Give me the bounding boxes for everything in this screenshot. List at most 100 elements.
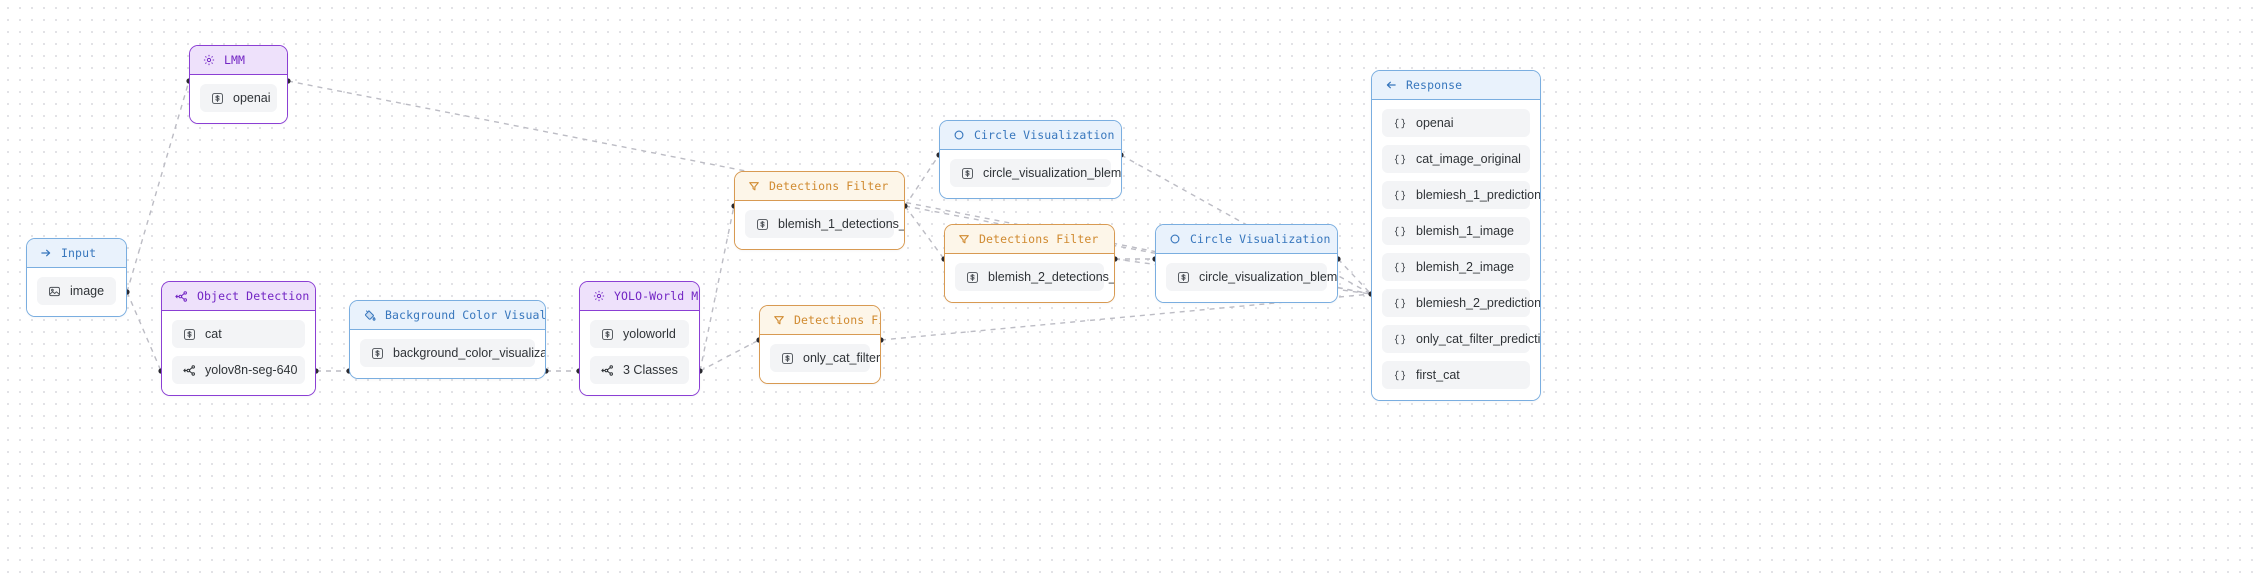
dollar-box-icon	[183, 328, 196, 341]
node-object-detection-model[interactable]: Object Detection Model cat yolov8n-seg-640	[161, 281, 316, 396]
circle-outline-icon	[1169, 233, 1181, 245]
graph-nodes-icon	[183, 364, 196, 377]
dollar-box-icon	[966, 271, 979, 284]
node-response[interactable]: Response openai cat_image_original blemiesh…	[1371, 70, 1541, 401]
node-header-lmm[interactable]: LMM	[190, 46, 287, 75]
node-row[interactable]: only_cat_filter	[770, 344, 880, 372]
node-row[interactable]: yolov8n-seg-640	[172, 356, 305, 384]
arrow-left-icon	[1385, 79, 1397, 91]
node-circle-visualization-blemish-2[interactable]: Circle Visualization circle_visualization…	[1155, 224, 1338, 303]
node-detections-filter-only-cat[interactable]: Detections Filter only_cat_filter	[759, 305, 881, 384]
node-header-detections-filter-blemish-2[interactable]: Detections Filter	[945, 225, 1114, 254]
node-row-label: first_cat	[1416, 368, 1460, 382]
node-circle-visualization-blemish-1[interactable]: Circle Visualization circle_visualization…	[939, 120, 1122, 199]
node-row[interactable]: openai	[1382, 109, 1530, 137]
curly-braces-icon	[1393, 369, 1407, 382]
node-body-circle-visualization-blemish-1: circle_visualization_blemish_1	[940, 150, 1121, 198]
node-title: Detections Filter	[979, 232, 1099, 246]
edge-filter1-to-filter2	[904, 205, 945, 260]
node-header-response[interactable]: Response	[1372, 71, 1540, 100]
curly-braces-icon	[1393, 225, 1407, 238]
dollar-box-icon	[211, 92, 224, 105]
node-row-label: blemish_2_image	[1416, 260, 1514, 274]
node-row[interactable]: cat	[172, 320, 305, 348]
dollar-box-icon	[961, 167, 974, 180]
funnel-icon	[748, 180, 760, 192]
node-row-label: yoloworld	[623, 327, 676, 341]
node-row[interactable]: openai	[200, 84, 277, 112]
node-header-detections-filter-only-cat[interactable]: Detections Filter	[760, 306, 880, 335]
node-body-object-detection-model: cat yolov8n-seg-640	[162, 311, 315, 395]
node-row-label: blemiesh_2_predictions	[1416, 296, 1541, 310]
node-row[interactable]: only_cat_filter_predictions	[1382, 325, 1540, 353]
node-yolo-world-model[interactable]: YOLO-World Model yoloworld 3 Classes	[579, 281, 700, 396]
node-row[interactable]: cat_image_original	[1382, 145, 1530, 173]
node-row[interactable]: background_color_visualization	[360, 339, 545, 367]
node-body-response: openai cat_image_original blemiesh_1_predi…	[1372, 100, 1540, 400]
node-title: Circle Visualization	[974, 128, 1115, 142]
dollar-box-icon	[601, 328, 614, 341]
node-row[interactable]: blemiesh_1_predictions	[1382, 181, 1540, 209]
edge-yolo-to-filter-onlycat	[699, 339, 760, 372]
node-row-label: 3 Classes	[623, 363, 678, 377]
node-row-label: cat	[205, 327, 222, 341]
node-lmm[interactable]: LMM openai	[189, 45, 288, 124]
node-row[interactable]: circle_visualization_blemish_2	[1166, 263, 1337, 291]
node-body-detections-filter-blemish-1: blemish_1_detections_filter	[735, 201, 904, 249]
node-detections-filter-blemish-1[interactable]: Detections Filter blemish_1_detections_fi…	[734, 171, 905, 250]
node-row[interactable]: image	[37, 277, 116, 305]
node-title: LMM	[224, 53, 246, 67]
node-row-label: only_cat_filter_predictions	[1416, 332, 1541, 346]
paint-bucket-icon	[363, 309, 376, 322]
node-row[interactable]: blemiesh_2_predictions	[1382, 289, 1540, 317]
node-body-yolo-world-model: yoloworld 3 Classes	[580, 311, 699, 395]
node-title: YOLO-World Model	[614, 289, 699, 303]
funnel-icon	[958, 233, 970, 245]
node-row-label: openai	[233, 91, 271, 105]
node-header-detections-filter-blemish-1[interactable]: Detections Filter	[735, 172, 904, 201]
edge-yolo-to-filter-blemish1	[699, 205, 735, 372]
image-icon	[48, 285, 61, 298]
node-row[interactable]: blemish_2_image	[1382, 253, 1530, 281]
node-row[interactable]: blemish_2_detections_filter	[955, 263, 1114, 291]
node-row[interactable]: blemish_1_image	[1382, 217, 1530, 245]
node-row-label: openai	[1416, 116, 1454, 130]
node-row-label: blemiesh_1_predictions	[1416, 188, 1541, 202]
edge-input-to-lmm	[126, 80, 190, 293]
node-input[interactable]: Input image	[26, 238, 127, 317]
node-row-label: yolov8n-seg-640	[205, 363, 298, 377]
node-body-lmm: openai	[190, 75, 287, 123]
node-row[interactable]: first_cat	[1382, 361, 1530, 389]
node-background-color-visualization[interactable]: Background Color Visualization background…	[349, 300, 546, 379]
graph-nodes-icon	[175, 290, 188, 303]
node-row[interactable]: 3 Classes	[590, 356, 689, 384]
curly-braces-icon	[1393, 117, 1407, 130]
node-header-circle-visualization-blemish-2[interactable]: Circle Visualization	[1156, 225, 1337, 254]
node-body-detections-filter-blemish-2: blemish_2_detections_filter	[945, 254, 1114, 302]
curly-braces-icon	[1393, 189, 1407, 202]
node-header-input[interactable]: Input	[27, 239, 126, 268]
dollar-box-icon	[1177, 271, 1190, 284]
node-row-label: cat_image_original	[1416, 152, 1521, 166]
node-detections-filter-blemish-2[interactable]: Detections Filter blemish_2_detections_fi…	[944, 224, 1115, 303]
node-row-label: circle_visualization_blemish_2	[1199, 270, 1338, 284]
node-title: Object Detection Model	[197, 289, 315, 303]
dollar-box-icon	[756, 218, 769, 231]
node-row-label: blemish_1_image	[1416, 224, 1514, 238]
node-header-background-color-visualization[interactable]: Background Color Visualization	[350, 301, 545, 330]
node-row-label: blemish_2_detections_filter	[988, 270, 1114, 284]
node-row-label: only_cat_filter	[803, 351, 881, 365]
node-row[interactable]: yoloworld	[590, 320, 689, 348]
node-title: Background Color Visualization	[385, 308, 546, 322]
node-title: Input	[61, 246, 97, 260]
node-header-object-detection-model[interactable]: Object Detection Model	[162, 282, 315, 311]
node-header-circle-visualization-blemish-1[interactable]: Circle Visualization	[940, 121, 1121, 150]
graph-nodes-icon	[601, 364, 614, 377]
node-row[interactable]: blemish_1_detections_filter	[745, 210, 904, 238]
gear-icon	[203, 54, 215, 66]
node-row[interactable]: circle_visualization_blemish_1	[950, 159, 1121, 187]
node-header-yolo-world-model[interactable]: YOLO-World Model	[580, 282, 699, 311]
dollar-box-icon	[781, 352, 794, 365]
